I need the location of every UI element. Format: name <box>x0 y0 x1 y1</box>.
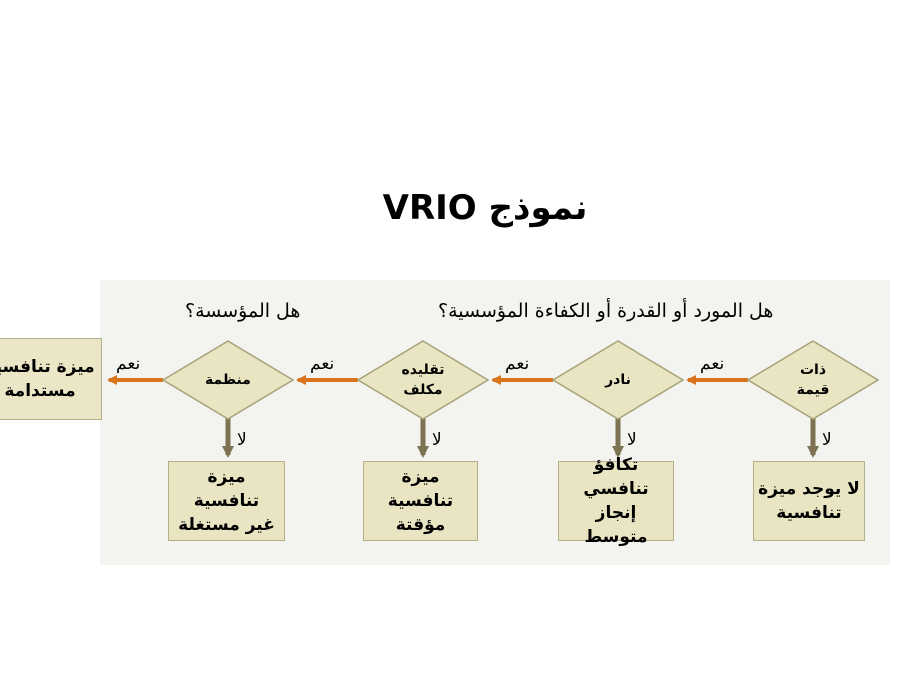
outcome-box-sustained-advantage: ميزة تنافسية مستدامة <box>0 338 102 420</box>
no-label-1: لا <box>822 430 832 450</box>
decision-diamond-costly-to-imitate <box>356 340 490 420</box>
decision-diamond-organized <box>161 340 295 420</box>
decision-label-rare: نادر <box>605 372 631 388</box>
yes-label-1: نعم <box>700 354 725 374</box>
no-label-4: لا <box>237 430 247 450</box>
outcome-box-temporary-advantage: ميزة تنافسية مؤقتة <box>363 461 478 541</box>
decision-diamond-rare <box>551 340 685 420</box>
question-organization: هل المؤسسة؟ <box>185 300 301 322</box>
no-label-2: لا <box>627 430 637 450</box>
yes-label-2: نعم <box>505 354 530 374</box>
decision-label-organized: منظمة <box>205 372 251 388</box>
outcome-box-no-advantage: لا يوجد ميزة تنافسية <box>753 461 865 541</box>
decision-label-valuable: ذات قيمة <box>796 362 830 398</box>
yes-label-4: نعم <box>116 354 141 374</box>
question-resource: هل المورد أو القدرة أو الكفاءة المؤسسية؟ <box>438 300 774 322</box>
yes-label-3: نعم <box>310 354 335 374</box>
decision-diamond-valuable <box>746 340 880 420</box>
slide-title: نموذج VRIO <box>382 188 588 228</box>
outcome-box-parity: تكافؤ تنافسي إنجاز متوسط <box>558 455 674 547</box>
decision-label-costly-to-imitate: تقليده مكلف <box>401 362 445 398</box>
no-label-3: لا <box>432 430 442 450</box>
outcome-box-unused-advantage: ميزة تنافسية غير مستغلة <box>168 461 285 541</box>
